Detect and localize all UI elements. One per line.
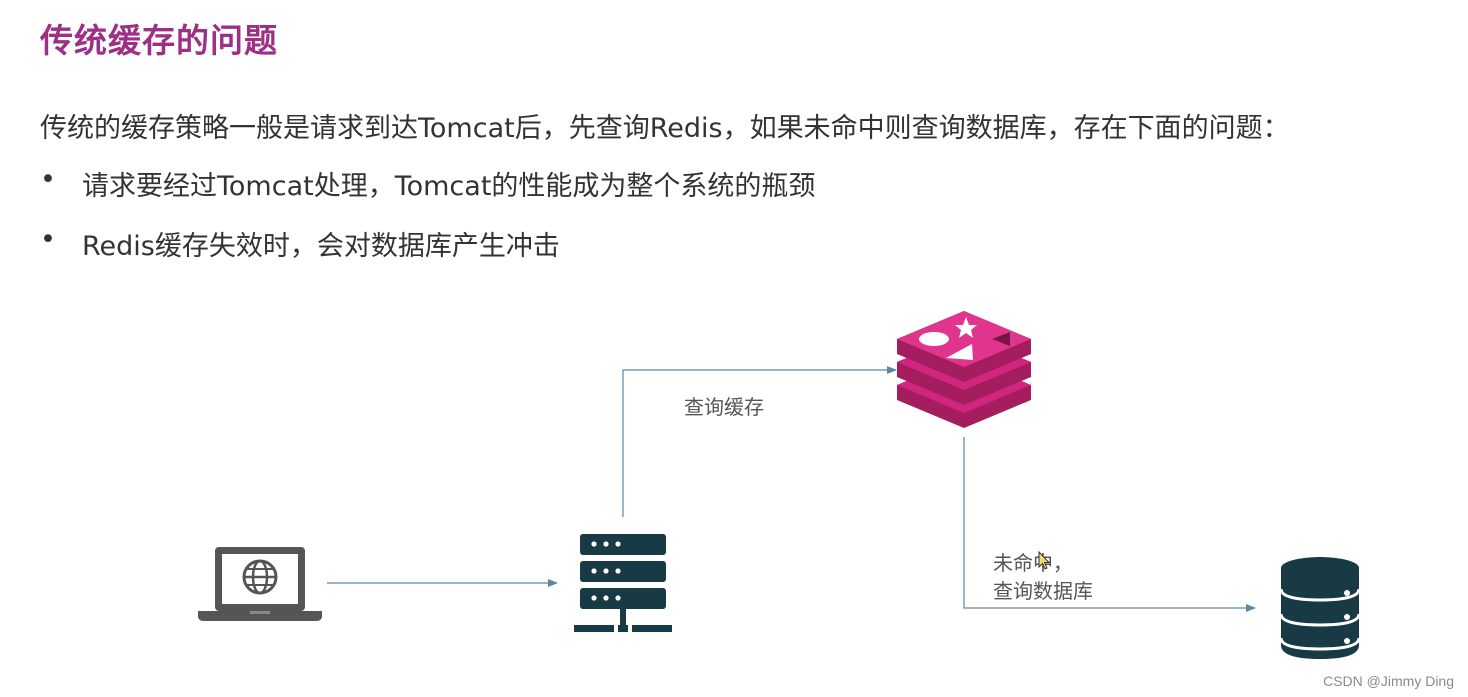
intro-text: 传统的缓存策略一般是请求到达Tomcat后，先查询Redis，如果未命中则查询数… (40, 113, 1290, 144)
mouse-pointer-icon (1038, 551, 1051, 570)
laptop-globe-icon (198, 547, 322, 621)
bullet-dot: • (40, 164, 56, 195)
miss-label-line2: 查询数据库 (993, 579, 1093, 603)
database-icon (1279, 557, 1361, 659)
redis-icon (897, 311, 1031, 428)
query-cache-label: 查询缓存 (684, 395, 764, 419)
page-title: 传统缓存的问题 (40, 21, 278, 60)
watermark: CSDN @Jimmy Ding (1323, 673, 1454, 689)
arrow-tomcat-to-redis (622, 366, 897, 517)
server-icon (574, 534, 672, 632)
arrow-redis-to-database (963, 437, 1256, 612)
bullet-text: 请求要经过Tomcat处理，Tomcat的性能成为整个系统的瓶颈 (82, 171, 816, 202)
bullet-dot: • (40, 224, 56, 255)
miss-label-line1: 未命中， (993, 551, 1073, 575)
miss-query-db-label: 未命中， 查询数据库 (993, 549, 1093, 605)
bullet-text: Redis缓存失效时，会对数据库产生冲击 (82, 231, 560, 262)
